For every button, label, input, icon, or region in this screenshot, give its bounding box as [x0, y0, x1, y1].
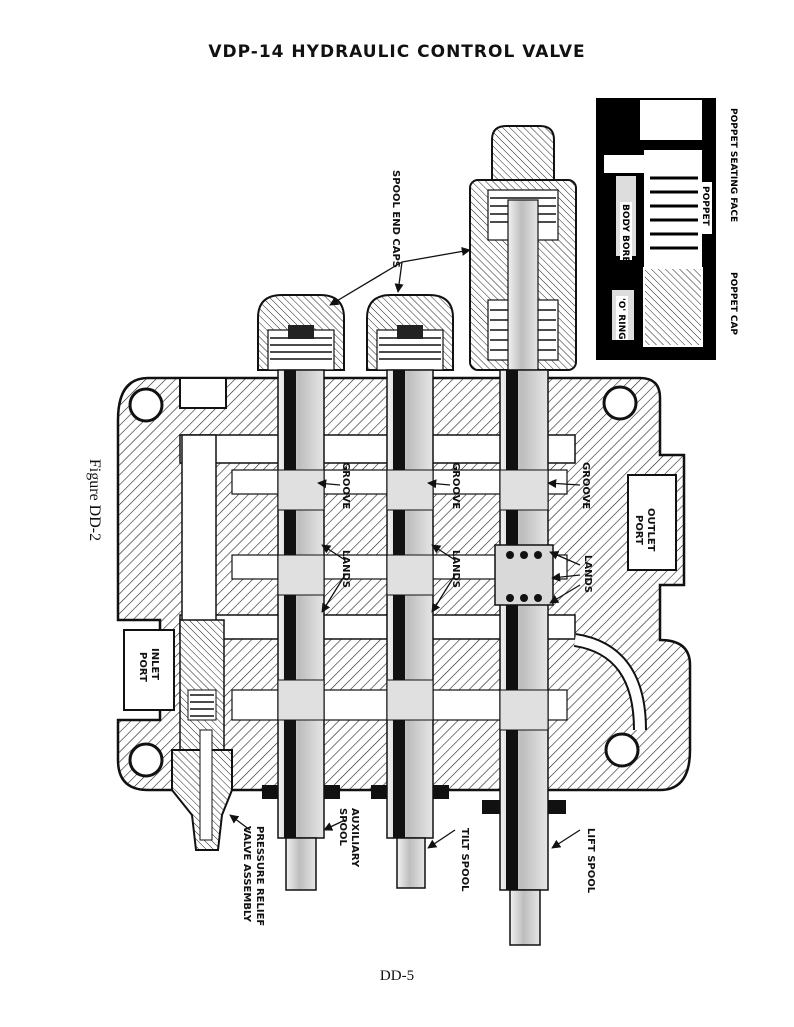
label-auxiliary-spool-2: SPOOL [337, 808, 348, 847]
label-pressure-relief-1: PRESSURE RELIEF [254, 826, 265, 926]
label-groove-lift: GROOVE [580, 462, 591, 509]
label-tilt-spool: TILT SPOOL [459, 828, 470, 892]
label-lands-tilt: LANDS [450, 550, 461, 588]
lift-spool-assembly [469, 125, 577, 946]
label-poppet-seating-face: POPPET SEATING FACE [728, 108, 738, 222]
label-lands-aux: LANDS [340, 550, 351, 588]
label-groove-tilt: GROOVE [450, 462, 461, 509]
page-title: VDP-14 HYDRAULIC CONTROL VALVE [208, 42, 586, 62]
tilt-spool-assembly [366, 294, 454, 889]
spool-seals [262, 785, 566, 814]
label-auxiliary-spool-1: AUXILIARY [349, 808, 360, 868]
label-pressure-relief-2: VALVE ASSEMBLY [241, 826, 252, 923]
label-poppet-cap: POPPET CAP [728, 272, 738, 335]
leader-lines [229, 246, 581, 849]
label-o-ring: 'O' RING [616, 298, 626, 340]
label-poppet: POPPET [700, 186, 710, 227]
label-body-bore: BODY BORE [620, 204, 630, 263]
label-inlet-port-1: INLET [149, 648, 160, 680]
label-groove-aux: GROOVE [340, 462, 351, 509]
label-spool-end-caps: SPOOL END CAPS [390, 170, 401, 268]
label-outlet-port-1: OUTLET [645, 508, 656, 552]
label-lift-spool: LIFT SPOOL [585, 828, 596, 894]
poppet-detail-inset [596, 98, 716, 360]
page-number: DD-5 [379, 968, 415, 984]
label-outlet-port-2: PORT [633, 515, 644, 545]
auxiliary-spool-assembly [257, 294, 345, 891]
label-inlet-port-2: PORT [137, 652, 148, 682]
pressure-relief-valve [171, 619, 233, 851]
label-lands-lift: LANDS [582, 555, 593, 593]
